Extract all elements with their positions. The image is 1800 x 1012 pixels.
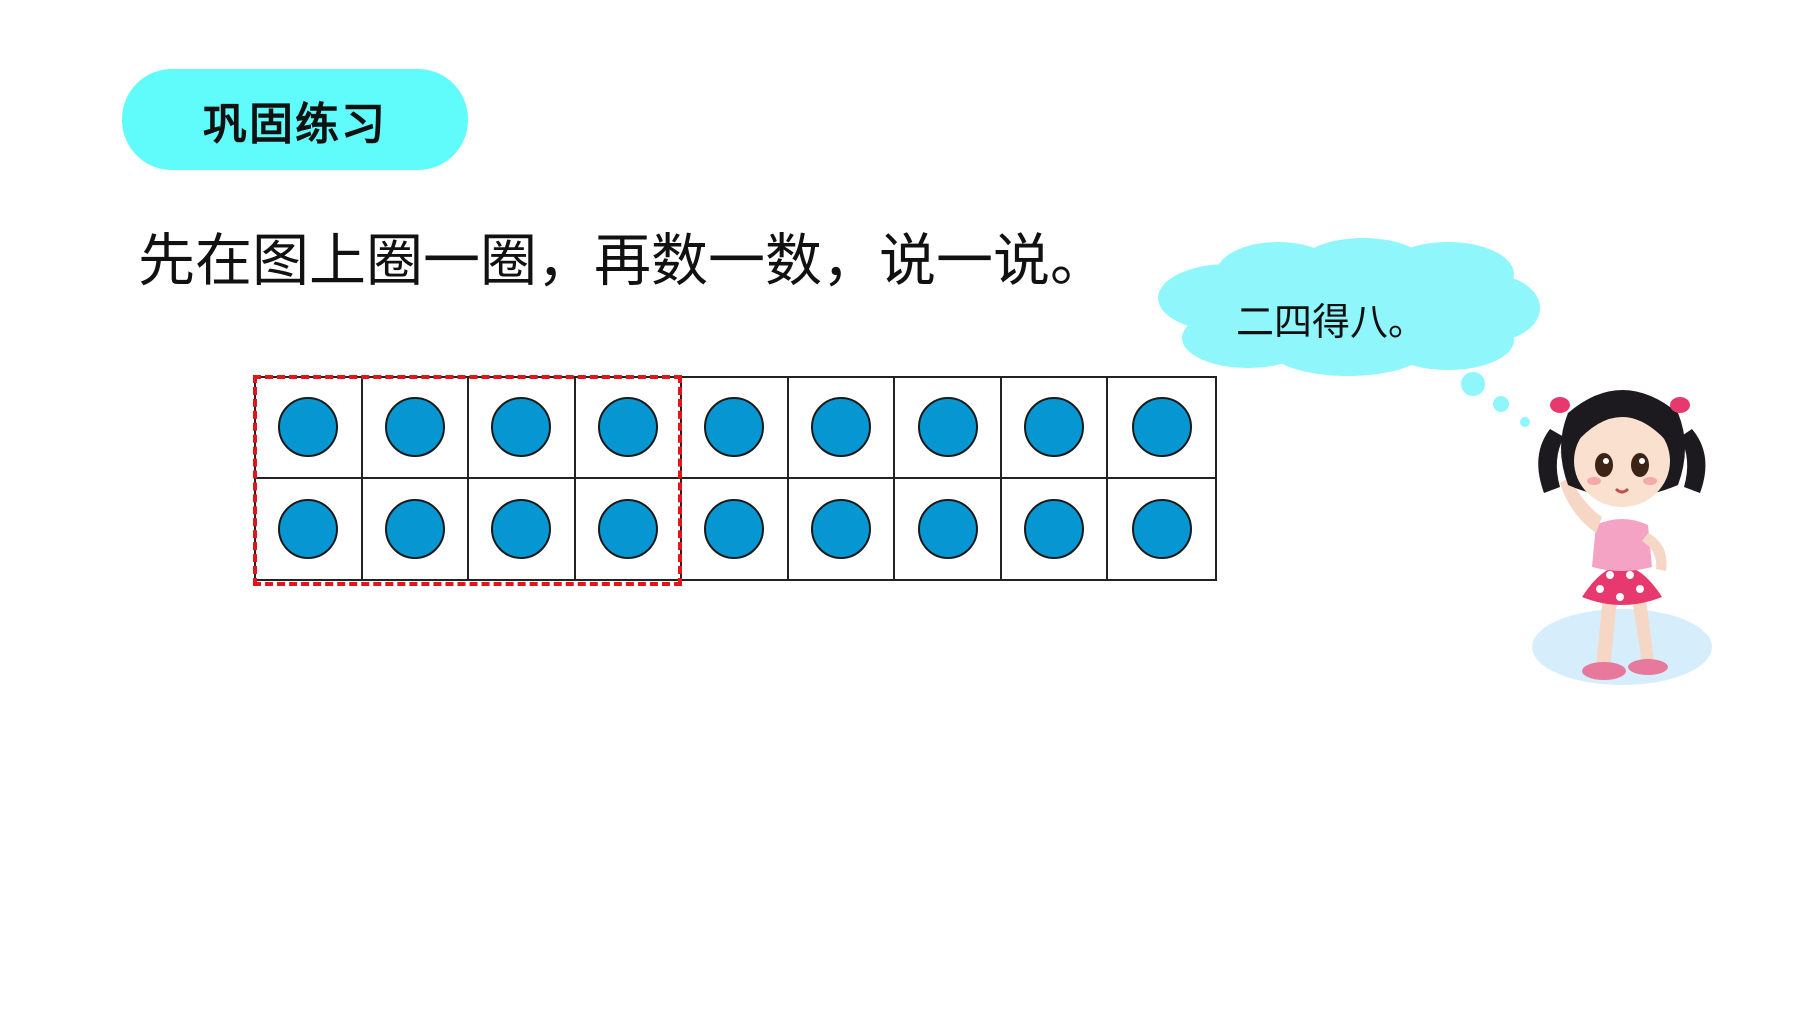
blue-dot — [491, 498, 552, 559]
blue-dot — [917, 397, 978, 458]
blue-dot — [811, 397, 872, 458]
blue-dot — [1024, 498, 1085, 559]
blue-dot — [917, 498, 978, 559]
blue-dot — [1131, 397, 1192, 458]
grid-cell — [895, 378, 1002, 479]
thought-dots — [1461, 372, 1530, 427]
thought-cloud — [1158, 238, 1540, 376]
grid-cell — [895, 478, 1002, 579]
grid-cell — [1001, 378, 1109, 479]
section-title-badge: 巩固练习 — [122, 69, 468, 170]
section-title: 巩固练习 — [203, 98, 387, 150]
girl-character-illustration — [1532, 390, 1712, 685]
blue-dot — [704, 498, 765, 559]
blue-dot — [811, 498, 872, 559]
instruction-text: 先在图上圈一圈，再数一数，说一说。 — [138, 228, 1107, 294]
grid-cell — [789, 478, 896, 579]
grid-cell — [682, 378, 789, 479]
grid-cell — [362, 378, 470, 479]
blue-dot — [597, 397, 658, 458]
blue-dot — [278, 397, 339, 458]
blue-dot — [1131, 498, 1192, 559]
grid-cell — [682, 478, 789, 579]
grid-cell — [1108, 479, 1215, 580]
grid-cell — [469, 378, 576, 479]
grid-cell — [469, 478, 576, 579]
speech-bubble-text: 二四得八。 — [1236, 300, 1427, 344]
grid-cell — [363, 478, 470, 579]
grid-cell — [1002, 478, 1109, 579]
blue-dot — [597, 498, 658, 559]
grid-cell — [256, 478, 363, 579]
blue-dot — [1024, 397, 1085, 458]
blue-dot — [384, 498, 445, 559]
blue-dot — [704, 397, 765, 458]
grid-cell — [1108, 378, 1215, 479]
grid-cell — [788, 378, 896, 479]
circled-group-selection — [253, 375, 682, 586]
blue-dot — [278, 498, 339, 559]
blue-dot — [491, 397, 552, 458]
grid-cell — [256, 378, 363, 479]
blue-dot — [384, 397, 445, 458]
